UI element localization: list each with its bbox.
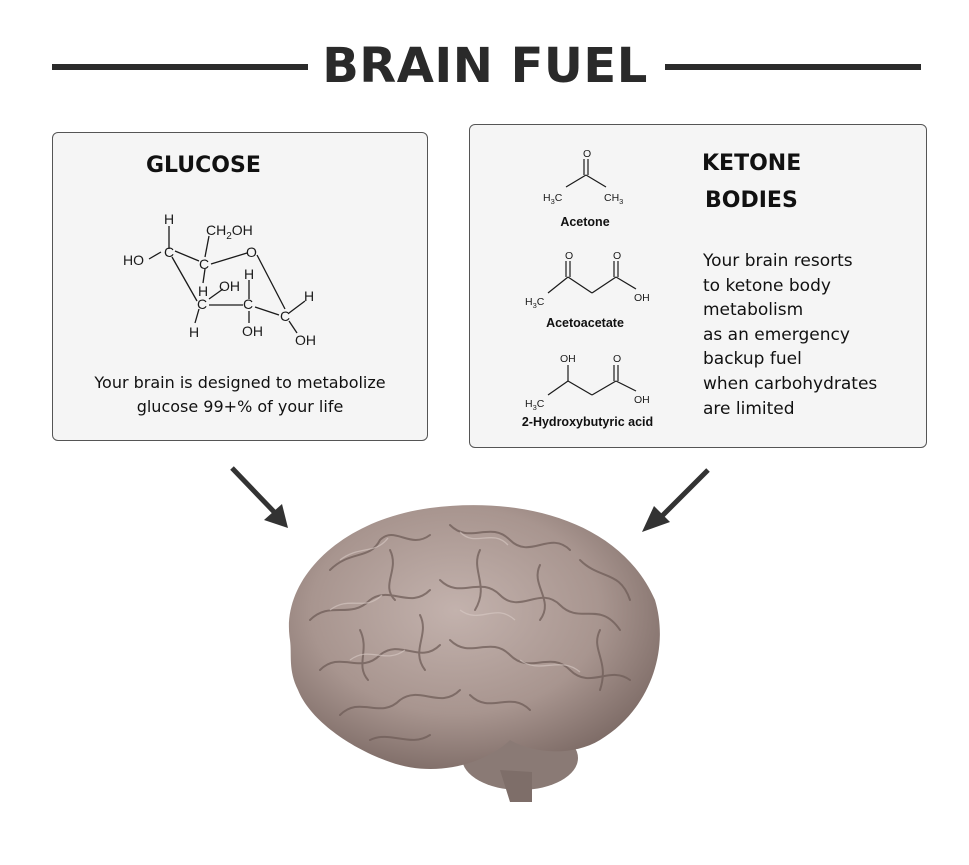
- svg-text:H: H: [244, 266, 254, 282]
- svg-text:OH: OH: [219, 278, 240, 294]
- glucose-ho: HO: [123, 252, 144, 268]
- acetoacetate-label: Acetoacetate: [546, 316, 624, 330]
- svg-text:C: C: [280, 308, 290, 324]
- svg-text:H: H: [198, 283, 208, 299]
- ketone-panel: KETONE BODIES O H3C CH3 Acetone: [469, 124, 927, 448]
- svg-text:O: O: [565, 250, 573, 262]
- svg-text:H: H: [189, 324, 199, 340]
- svg-text:O: O: [613, 250, 621, 262]
- title-rule-right: [665, 64, 921, 70]
- glucose-h-top: H: [164, 211, 174, 227]
- page-title: BRAIN FUEL: [322, 38, 648, 94]
- hydroxybutyric-acid-structure: OH O H3C OH: [525, 353, 650, 411]
- svg-text:OH: OH: [560, 353, 576, 365]
- svg-text:OH: OH: [242, 323, 263, 339]
- svg-text:C: C: [197, 296, 207, 312]
- svg-text:CH3: CH3: [604, 192, 623, 206]
- glucose-heading: GLUCOSE: [146, 153, 261, 178]
- svg-text:H3C: H3C: [543, 192, 563, 206]
- hydroxybutyric-acid-label: 2-Hydroxybutyric acid: [521, 415, 654, 429]
- ketone-heading: KETONE BODIES: [702, 151, 802, 213]
- acetone-structure: O H3C CH3: [543, 148, 623, 206]
- title-rule-left: [52, 64, 308, 70]
- svg-text:H3C: H3C: [525, 398, 545, 411]
- svg-text:CH2OH: CH2OH: [206, 222, 253, 242]
- glucose-structure: H CH2OH HO O C C C C C H OH H H H OH OH: [123, 211, 316, 348]
- svg-text:C: C: [164, 244, 174, 260]
- left-arrow-icon: [230, 466, 288, 528]
- svg-text:OH: OH: [634, 394, 650, 406]
- glucose-panel: GLUCOSE: [52, 132, 428, 441]
- svg-text:OH: OH: [295, 332, 316, 348]
- acetoacetate-structure: O O H3C OH: [525, 250, 650, 309]
- svg-text:H: H: [304, 288, 314, 304]
- glucose-ring-o: O: [246, 244, 257, 260]
- svg-text:C: C: [243, 296, 253, 312]
- svg-text:H3C: H3C: [525, 296, 545, 309]
- acetone-label: Acetone: [560, 215, 610, 229]
- svg-text:C: C: [199, 256, 209, 272]
- right-arrow-icon: [642, 468, 710, 532]
- svg-text:O: O: [583, 148, 591, 160]
- brain-illustration: [288, 505, 660, 802]
- svg-text:OH: OH: [634, 292, 650, 304]
- glucose-description: Your brain is designed to metabolize glu…: [94, 373, 386, 416]
- svg-text:O: O: [613, 353, 621, 365]
- ketone-description: Your brain resorts to ketone body metabo…: [703, 251, 878, 419]
